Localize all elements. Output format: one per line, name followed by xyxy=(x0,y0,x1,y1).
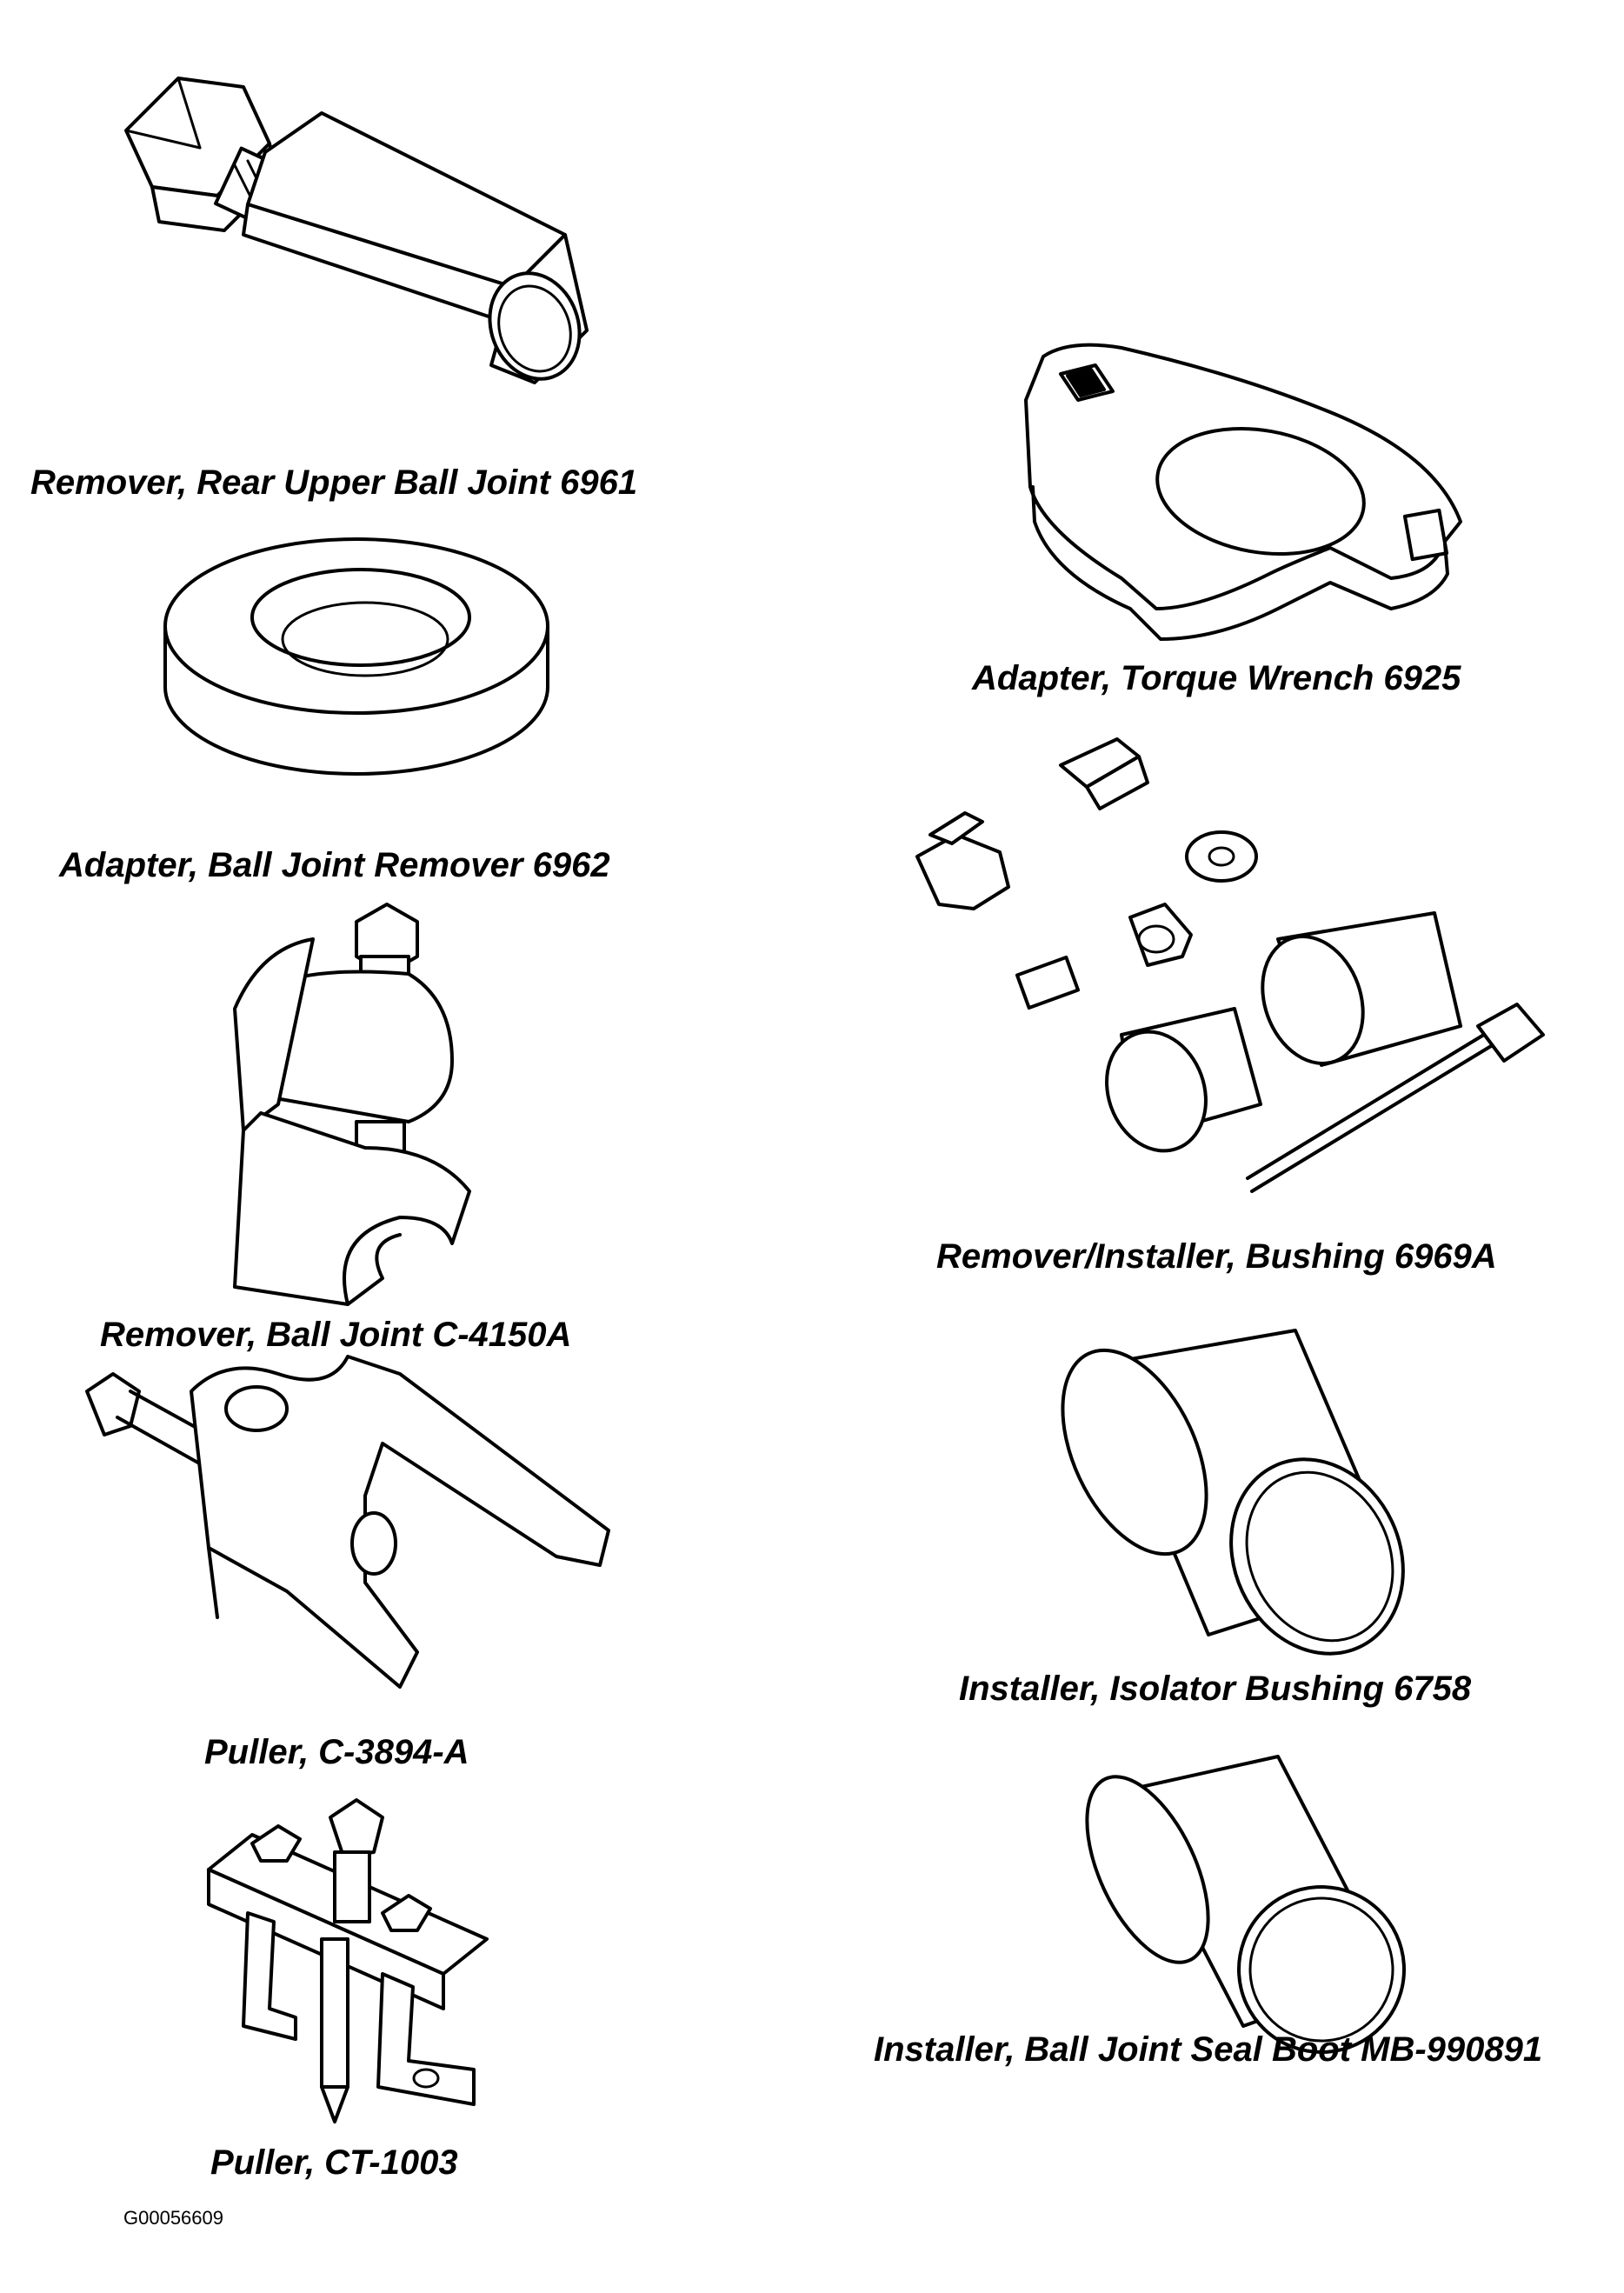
puller-ct1003-drawing xyxy=(207,1798,489,2123)
puller-c3894a-drawing xyxy=(85,1355,610,1689)
caption-puller-ct1003: Puller, CT-1003 xyxy=(210,2143,458,2182)
rear-upper-ball-joint-remover-drawing xyxy=(124,77,589,384)
isolator-bushing-installer-drawing xyxy=(1061,1329,1405,1656)
caption-torque-wrench-adapter: Adapter, Torque Wrench 6925 xyxy=(972,659,1461,697)
caption-seal-boot-installer: Installer, Ball Joint Seal Boot MB-99089… xyxy=(874,2030,1543,2069)
figure-code: G00056609 xyxy=(123,2207,223,2229)
caption-isolator-bushing-installer: Installer, Isolator Bushing 6758 xyxy=(959,1670,1472,1708)
caption-bushing-remover-installer: Remover/Installer, Bushing 6969A xyxy=(936,1237,1497,1276)
caption-ball-joint-remover-adapter: Adapter, Ball Joint Remover 6962 xyxy=(59,846,610,884)
bushing-remover-installer-drawing xyxy=(915,737,1545,1193)
caption-rear-upper-ball-joint-remover: Remover, Rear Upper Ball Joint 6961 xyxy=(30,463,638,502)
ball-joint-remover-drawing xyxy=(233,903,471,1306)
seal-boot-installer-drawing xyxy=(1085,1755,1406,2054)
torque-wrench-adapter-drawing xyxy=(1024,343,1462,641)
caption-ball-joint-remover: Remover, Ball Joint C-4150A xyxy=(100,1316,572,1354)
ball-joint-remover-adapter-drawing xyxy=(163,537,549,776)
caption-puller-c3894a: Puller, C-3894-A xyxy=(204,1733,469,1771)
